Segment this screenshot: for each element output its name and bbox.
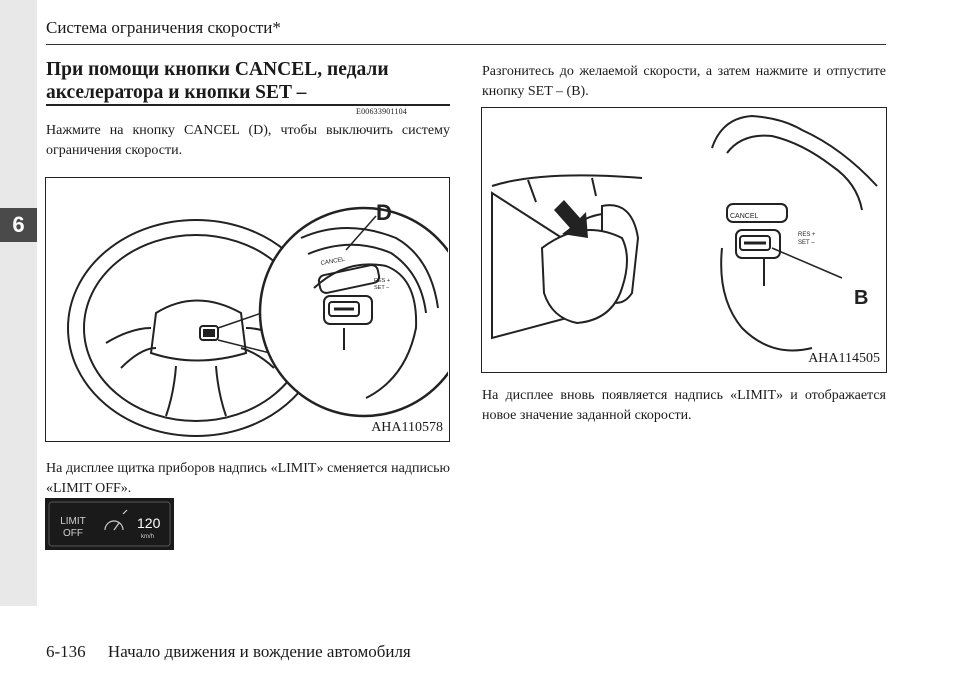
- page-footer: 6-136 Начало движения и вождение автомоб…: [46, 642, 429, 662]
- section-title-rule: [46, 104, 450, 106]
- set-label: SET –: [798, 240, 815, 246]
- section-title-line1: При помощи кнопки CANCEL, педали: [46, 59, 389, 80]
- figure-steering-wheel-cancel: CANCEL RES + SET – D AHA110578: [45, 177, 450, 442]
- paragraph-accelerate: Разгонитесь до желаемой скорости, а зате…: [482, 64, 886, 99]
- section-title: При помощи кнопки CANCEL, педали акселер…: [46, 58, 448, 104]
- res-label: RES +: [374, 278, 390, 284]
- press-arrow-icon: [554, 200, 588, 238]
- pedal-illustration: CANCEL RES + SET – B: [491, 114, 878, 352]
- figure-pedal-set-button: CANCEL RES + SET – B AHA114505: [481, 107, 887, 373]
- section-code: E00633901104: [356, 107, 407, 116]
- off-text: OFF: [63, 528, 83, 539]
- paragraph-cancel: Нажмите на кнопку CANCEL (D), чтобы выкл…: [46, 123, 450, 158]
- figure2-code: AHA114505: [808, 351, 880, 366]
- set-label: SET –: [374, 285, 390, 291]
- speed-limiter-icon: [104, 509, 128, 531]
- speed-unit: km/h: [141, 534, 154, 540]
- speed-value: 120: [137, 515, 161, 531]
- callout-d: D: [376, 200, 392, 225]
- page-number: 6-136: [46, 642, 86, 661]
- paragraph-limit-returns: На дисплее вновь появляется надпись «LIM…: [482, 388, 886, 423]
- figure1-code: AHA110578: [371, 420, 443, 435]
- steering-wheel-illustration: CANCEL RES + SET – D: [67, 200, 448, 437]
- section-title-line2: акселератора и кнопки SET –: [46, 82, 307, 103]
- instrument-display: LIMIT OFF 120 km/h: [45, 498, 174, 550]
- header-rule: [46, 44, 886, 45]
- display-illustration: LIMIT OFF 120 km/h: [48, 501, 171, 547]
- res-label: RES +: [798, 232, 816, 238]
- zoom-circle: [258, 206, 448, 418]
- running-head: Система ограничения скорости*: [46, 18, 281, 37]
- cancel-label: CANCEL: [730, 213, 759, 220]
- chapter-sidebar: [0, 0, 37, 606]
- cancel-label: CANCEL: [320, 257, 346, 267]
- limit-text: LIMIT: [60, 516, 86, 527]
- chapter-tab: 6: [0, 208, 37, 242]
- paragraph-limit-off: На дисплее щитка приборов надпись «LIMIT…: [46, 461, 450, 496]
- footer-chapter-title: Начало движения и вождение автомобиля: [107, 642, 411, 661]
- callout-b: B: [854, 287, 868, 309]
